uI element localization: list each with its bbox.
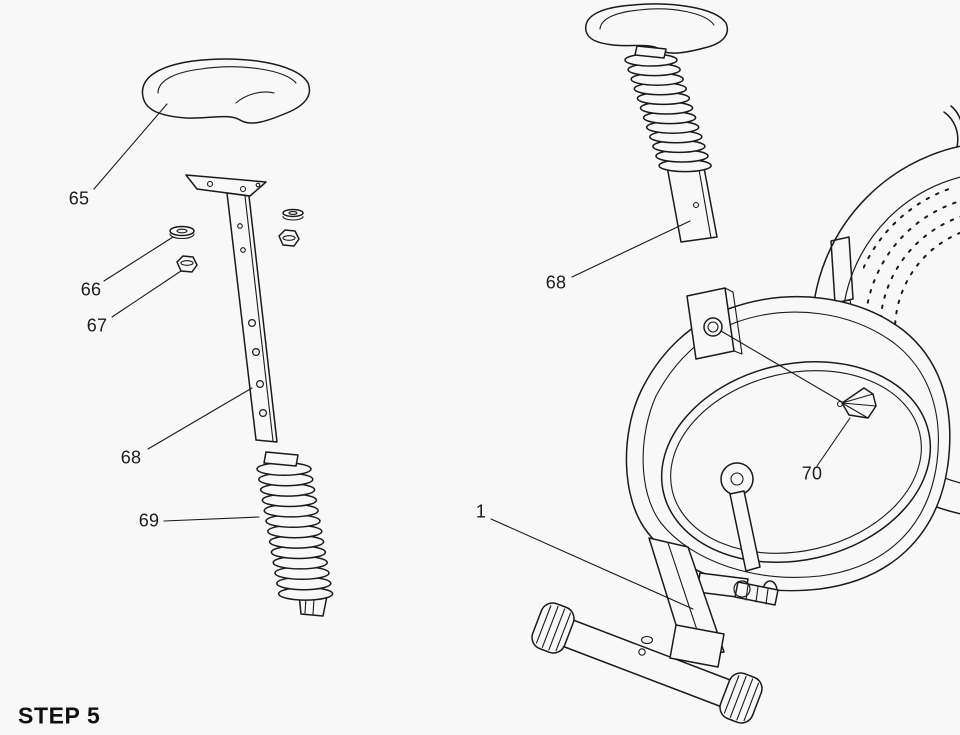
handlebar-tip-illustration xyxy=(943,105,960,148)
part-label-tension-knob: 70 xyxy=(801,463,823,484)
left-end-cap xyxy=(531,602,575,654)
frame-body-illustration xyxy=(625,296,951,592)
washer-illustration xyxy=(169,225,195,240)
part-label-sleeve: 69 xyxy=(138,510,160,531)
stabilizer-bar-illustration xyxy=(531,602,763,724)
seat-post-illustration xyxy=(185,174,278,443)
seat-illustration xyxy=(141,58,311,124)
crank-pedal-illustration xyxy=(696,462,779,606)
installed-seat-illustration xyxy=(585,3,728,54)
right-end-cap xyxy=(719,672,763,724)
nut-illustration xyxy=(176,255,198,273)
post-hardware-illustration xyxy=(278,208,304,247)
sleeve-illustration xyxy=(256,451,334,617)
part-label-seat-post-installed: 68 xyxy=(545,272,567,293)
leader-lines xyxy=(93,103,851,610)
part-label-nut: 67 xyxy=(86,315,108,336)
tension-knob-illustration xyxy=(720,330,877,419)
seat-clamp-bracket-illustration xyxy=(686,287,743,360)
step-title: STEP 5 xyxy=(18,702,101,729)
part-label-seat: 65 xyxy=(68,188,90,209)
installed-post-illustration xyxy=(624,45,718,243)
part-label-seat-post: 68 xyxy=(120,447,142,468)
part-label-main-frame: 1 xyxy=(475,501,487,522)
part-label-washer: 66 xyxy=(80,279,102,300)
